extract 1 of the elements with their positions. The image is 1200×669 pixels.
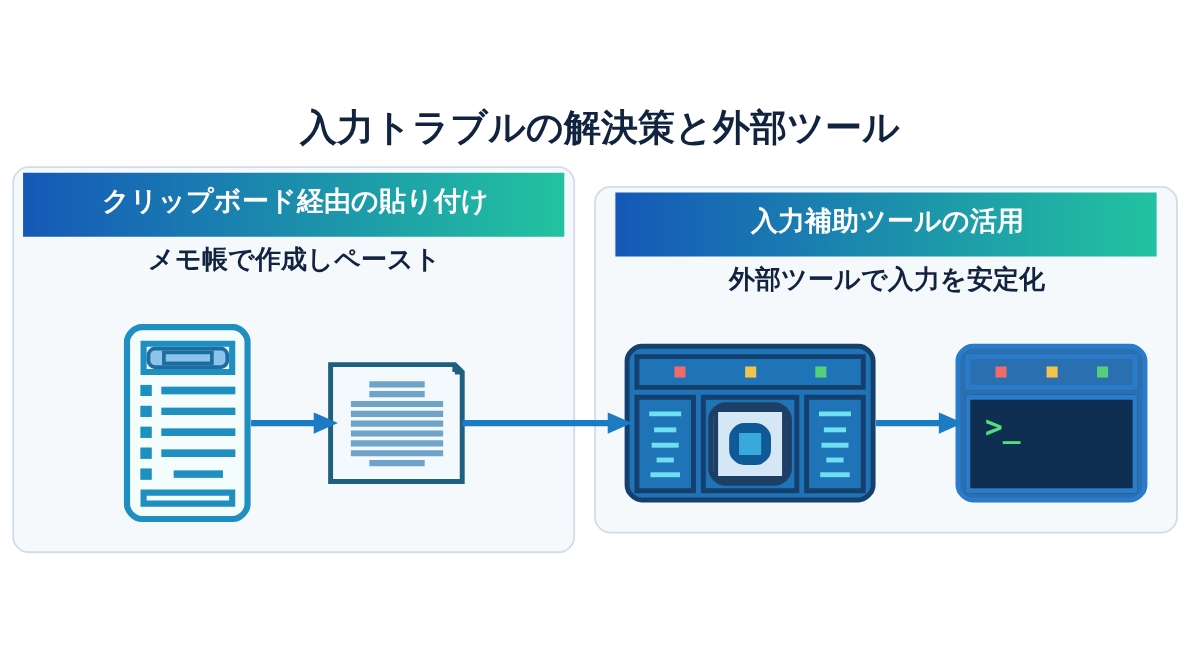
diagram-title: 入力トラブルの解決策と外部ツール	[300, 106, 901, 150]
